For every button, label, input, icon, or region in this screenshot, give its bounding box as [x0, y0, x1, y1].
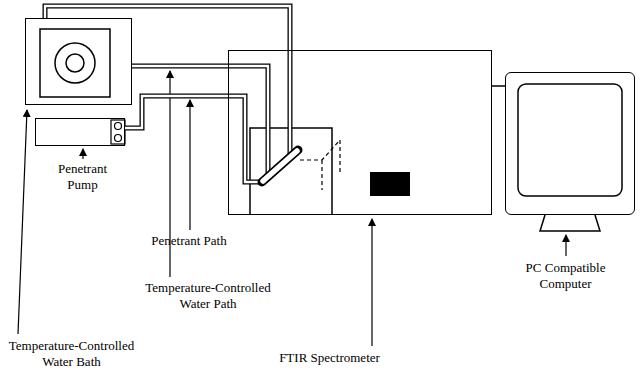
- pump-roller: [115, 123, 122, 130]
- tube-connector: [125, 96, 260, 182]
- detector-block: [370, 172, 410, 196]
- connector-line: [125, 96, 260, 182]
- computer-monitor: PC Compatible Computer: [505, 72, 635, 215]
- water-bath: Temperature-Controlled Water Bath: [25, 18, 132, 105]
- path-label: Temperature-Controlled Water Path: [138, 280, 278, 312]
- leader-arrow: [371, 219, 372, 346]
- bath-vessel: [40, 29, 110, 97]
- pump-head: [111, 120, 125, 144]
- connector-line: [492, 85, 505, 87]
- equipment-label: Temperature-Controlled Water Bath: [2, 338, 142, 370]
- spectrometer-box: FTIR Spectrometer: [228, 50, 492, 215]
- leader-arrow: [189, 100, 190, 230]
- connector-line: [45, 6, 290, 157]
- ir-beam: [300, 140, 340, 190]
- equipment-label: FTIR Spectrometer: [255, 350, 405, 366]
- tube-bore: [45, 6, 290, 157]
- pump-roller: [115, 135, 122, 142]
- leader-arrow: [82, 149, 83, 159]
- tube-bore: [125, 96, 260, 182]
- monitor-screen: [518, 84, 622, 196]
- tube-bore: [132, 66, 268, 176]
- leader-arrow: [565, 235, 566, 256]
- bath-circulator-core: [66, 54, 84, 72]
- leader-arrow: [18, 110, 27, 334]
- tube-connector: [45, 6, 290, 157]
- monitor-base: [540, 215, 600, 231]
- equipment-label: Penetrant Pump: [43, 161, 123, 193]
- path-label: Penetrant Path: [134, 233, 244, 249]
- pump-box: Penetrant Pump: [35, 118, 125, 146]
- connector-line: [132, 66, 268, 176]
- sample-cell: [262, 150, 298, 182]
- equipment-label: PC Compatible Computer: [516, 260, 616, 292]
- tube-connector: [132, 66, 268, 176]
- cable-connector: [492, 86, 505, 87]
- bath-circulator: [55, 43, 95, 83]
